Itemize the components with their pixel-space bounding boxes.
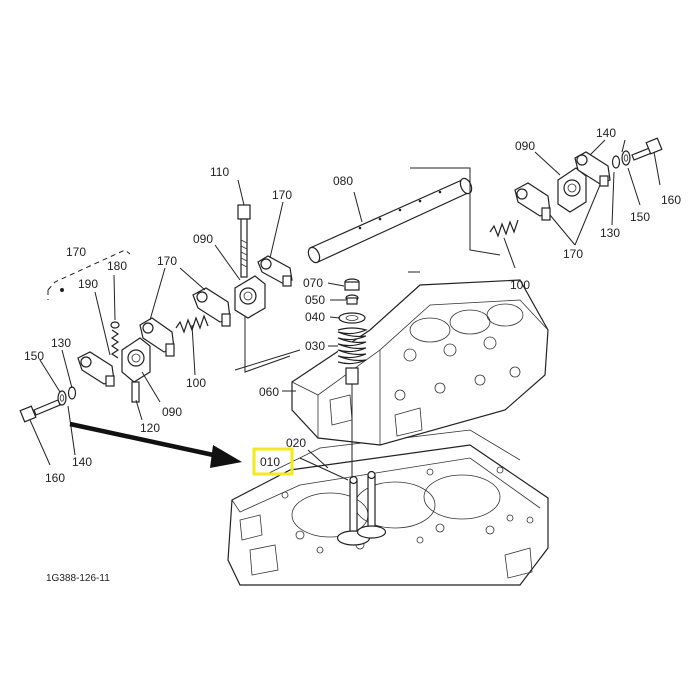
- label-170-bracket: 170: [66, 245, 86, 259]
- label-190: 190: [78, 277, 98, 291]
- rocker-arm-center: [257, 255, 293, 287]
- label-100-left: 100: [186, 376, 206, 390]
- label-110: 110: [210, 165, 229, 179]
- label-010: 010: [260, 455, 280, 469]
- label-140-left: 140: [72, 455, 92, 469]
- bolt-110: [237, 204, 251, 278]
- label-040: 040: [305, 310, 325, 324]
- label-120: 120: [140, 421, 160, 435]
- label-130-left: 130: [51, 336, 71, 350]
- label-060: 060: [259, 385, 279, 399]
- label-170-center: 170: [272, 188, 292, 202]
- part-labels: 010 020 030 040 050 060 070 080 090 090 …: [24, 126, 681, 584]
- left-rocker-cluster: [19, 249, 231, 423]
- cylinder-head: [291, 279, 549, 446]
- label-100-right: 100: [510, 278, 530, 292]
- label-030: 030: [305, 339, 325, 353]
- label-160-left: 160: [45, 471, 65, 485]
- diagram-code: 1G388-126-11: [46, 573, 110, 584]
- label-150-left: 150: [24, 349, 44, 363]
- label-090-center: 090: [193, 232, 213, 246]
- label-180: 180: [107, 259, 127, 273]
- label-160-right: 160: [661, 193, 681, 207]
- label-020: 020: [286, 436, 306, 450]
- leader-lines: [29, 139, 661, 481]
- label-150-right: 150: [630, 210, 650, 224]
- label-170-left: 170: [157, 254, 177, 268]
- label-090-right: 090: [515, 139, 535, 153]
- label-090-left: 090: [162, 405, 182, 419]
- label-050: 050: [305, 293, 325, 307]
- rocker-shaft: [307, 177, 473, 264]
- valve-spring-stack: [337, 278, 368, 478]
- right-rocker-cluster: [489, 137, 663, 238]
- highlight-box-010: [252, 447, 294, 476]
- valves: [336, 470, 387, 546]
- label-140-right: 140: [596, 126, 616, 140]
- label-130-right: 130: [600, 226, 620, 240]
- pointer-arrow: [69, 421, 242, 468]
- label-070: 070: [303, 276, 323, 290]
- label-080: 080: [333, 174, 353, 188]
- rocker-support-center: [234, 275, 266, 319]
- label-170-right: 170: [563, 247, 583, 261]
